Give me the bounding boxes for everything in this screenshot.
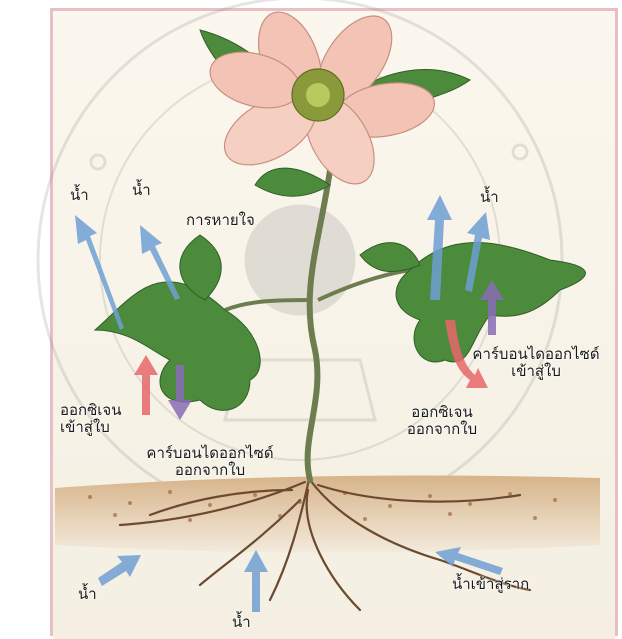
label-respiration: การหายใจ [186, 212, 255, 229]
label-water-top-left-2: น้ำ [132, 182, 151, 199]
label-water-top-left-1: น้ำ [70, 187, 89, 204]
label-co2-out-leaf: คาร์บอนไดออกไซด์ ออกจากใบ [120, 445, 300, 480]
label-co2-out-leaf-line2: ออกจากใบ [120, 462, 300, 479]
label-co2-into-leaf-line2: เข้าสู่ใบ [456, 363, 616, 380]
label-water-bottom-left: น้ำ [78, 586, 97, 603]
label-o2-into-leaf-line2: เข้าสู่ใบ [60, 419, 121, 436]
label-o2-out-leaf-line1: ออกซิเจน [392, 404, 492, 421]
label-co2-out-leaf-line1: คาร์บอนไดออกไซด์ [120, 445, 300, 462]
label-water-bottom-center: น้ำ [232, 614, 251, 631]
label-o2-into-leaf: ออกซิเจน เข้าสู่ใบ [60, 402, 121, 437]
label-water-top-right: น้ำ [480, 189, 499, 206]
label-o2-out-leaf-line2: ออกจากใบ [392, 421, 492, 438]
label-o2-out-leaf: ออกซิเจน ออกจากใบ [392, 404, 492, 439]
label-co2-into-leaf: คาร์บอนไดออกไซด์ เข้าสู่ใบ [456, 346, 616, 381]
label-water-into-root: น้ำเข้าสู่ราก [452, 576, 529, 593]
label-co2-into-leaf-line1: คาร์บอนไดออกไซด์ [456, 346, 616, 363]
label-o2-into-leaf-line1: ออกซิเจน [60, 402, 121, 419]
